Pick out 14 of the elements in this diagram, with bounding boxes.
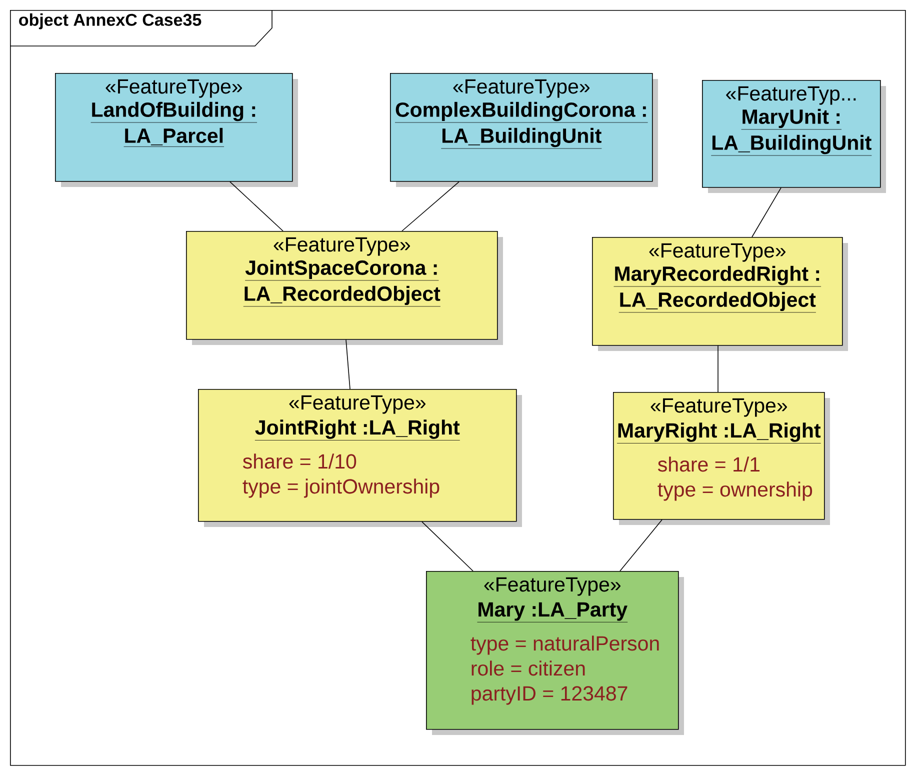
object-box: «FeatureType» MaryRight :LA_Right share = 1/1 type = ownership	[613, 392, 830, 525]
connector-line	[620, 519, 662, 572]
connector-line	[752, 187, 782, 238]
object-box: «FeatureTyp... MaryUnit : LA_BuildingUnit	[702, 80, 886, 193]
object-box: «FeatureType» Mary :LA_Party type = naturalPerson role = citizen partyID = 123487	[426, 571, 684, 735]
object-box: «FeatureType» JointRight :LA_Right share = 1/10 type = jointOwnership	[198, 389, 522, 527]
object-box: «FeatureType» MaryRecordedRight : LA_RecordedObject	[592, 237, 848, 351]
connector-line	[402, 181, 460, 232]
connector-line	[346, 339, 350, 390]
object-box: «FeatureType» LandOfBuilding : LA_Parcel	[55, 73, 298, 187]
connector-line	[422, 521, 474, 572]
connector-line	[230, 181, 284, 232]
object-box: «FeatureType» JointSpaceCorona : LA_RecordedObject	[186, 231, 503, 345]
object-box: «FeatureType» ComplexBuildingCorona : LA_BuildingUnit	[390, 73, 658, 187]
